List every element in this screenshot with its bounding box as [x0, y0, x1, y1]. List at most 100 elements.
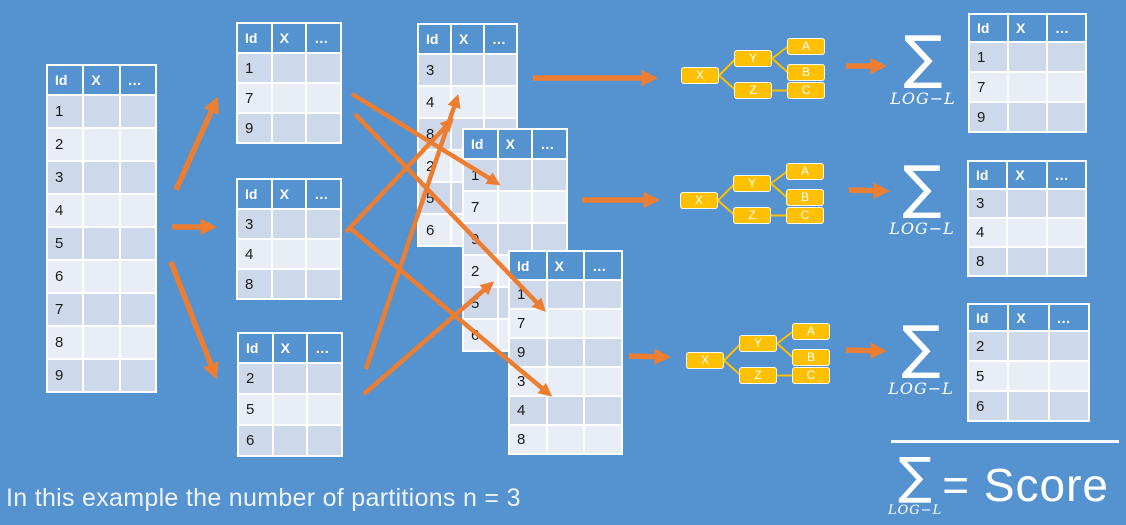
table-row: 5: [45, 226, 158, 261]
id-cell: 9: [45, 358, 85, 393]
id-cell: 6: [417, 213, 452, 247]
empty-cell: [1007, 41, 1048, 73]
id-cell: 9: [236, 112, 273, 144]
empty-cell: [270, 268, 308, 300]
table-row: 3: [236, 208, 342, 240]
table-row: 7: [45, 292, 158, 327]
table-row: 8: [966, 246, 1088, 277]
network-edges: [723, 330, 794, 377]
node-a: A: [792, 323, 830, 340]
node-c: C: [786, 207, 824, 224]
id-cell: 4: [508, 395, 548, 426]
node-y: Y: [733, 175, 771, 192]
node-c: C: [792, 367, 830, 384]
id-cell: 8: [45, 325, 85, 360]
node-y: Y: [739, 335, 777, 352]
id-cell: 8: [966, 246, 1009, 277]
node-x: X: [686, 352, 724, 369]
table-row: 4: [508, 395, 623, 426]
table-row: 4: [966, 217, 1088, 248]
node-z: Z: [733, 207, 771, 224]
empty-cell: [82, 259, 121, 294]
id-cell: 3: [236, 208, 273, 240]
empty-cell: [82, 127, 121, 162]
log-likelihood-sum-1: ∑ LOG−L: [883, 26, 963, 107]
network-edges: [717, 170, 788, 217]
empty-cell: [1045, 217, 1088, 248]
arrow-network3-to-sum3: [845, 342, 887, 359]
id-cell: 9: [508, 337, 548, 368]
table-row: 2: [966, 330, 1091, 362]
sigma-symbol: ∑: [903, 23, 943, 91]
empty-cell: [270, 52, 308, 84]
header-x: X: [271, 332, 309, 364]
header-more: …: [583, 250, 623, 281]
empty-cell: [271, 424, 309, 457]
id-cell: 4: [966, 217, 1009, 248]
id-cell: 3: [417, 53, 452, 87]
header-id: Id: [236, 178, 273, 210]
empty-cell: [583, 366, 623, 397]
id-cell: 7: [462, 190, 499, 224]
node-x: X: [680, 192, 718, 209]
id-cell: 2: [966, 330, 1010, 362]
table-row: 6: [966, 390, 1091, 422]
arrow-source-to-partition1: [173, 96, 219, 192]
id-cell: 7: [45, 292, 85, 327]
id-cell: 5: [45, 226, 85, 261]
header-more: …: [1045, 160, 1088, 190]
id-cell: 6: [966, 390, 1010, 422]
table-row: 7: [968, 71, 1087, 103]
empty-cell: [118, 358, 158, 393]
header-more: …: [118, 64, 158, 96]
id-cell: 7: [968, 71, 1009, 103]
table-row: 1: [462, 158, 568, 192]
empty-cell: [450, 85, 485, 119]
network-diagram-1: X Y Z A B C: [681, 38, 831, 103]
header-id: Id: [508, 250, 548, 281]
sigma-subscript: LOG−L: [888, 503, 943, 518]
table-row: 9: [968, 101, 1087, 133]
empty-cell: [1006, 217, 1048, 248]
table-row: 2: [237, 362, 343, 395]
empty-cell: [1007, 71, 1048, 103]
empty-cell: [271, 362, 309, 395]
table-row: 8: [508, 424, 623, 455]
node-y: Y: [734, 50, 772, 67]
empty-cell: [545, 424, 586, 455]
node-z: Z: [739, 367, 777, 384]
arrow-source-to-partition3: [168, 261, 219, 380]
empty-cell: [496, 190, 534, 224]
table-row: 3: [508, 366, 623, 397]
score-equation-text: = Score: [942, 459, 1110, 511]
empty-cell: [450, 53, 485, 87]
header-x: X: [270, 178, 308, 210]
arrow-resample3-to-network3: [628, 348, 671, 365]
id-cell: 3: [966, 188, 1009, 219]
header-id: Id: [966, 303, 1010, 332]
score-divider-line: [891, 440, 1119, 443]
header-more: …: [531, 128, 568, 160]
empty-cell: [305, 208, 342, 240]
empty-cell: [306, 362, 343, 395]
empty-cell: [1047, 360, 1091, 392]
empty-cell: [583, 424, 623, 455]
empty-cell: [118, 94, 158, 129]
empty-cell: [1006, 246, 1048, 277]
table-row: 1: [45, 94, 158, 129]
arrow-network2-to-sum2: [848, 182, 890, 199]
empty-cell: [583, 308, 623, 339]
